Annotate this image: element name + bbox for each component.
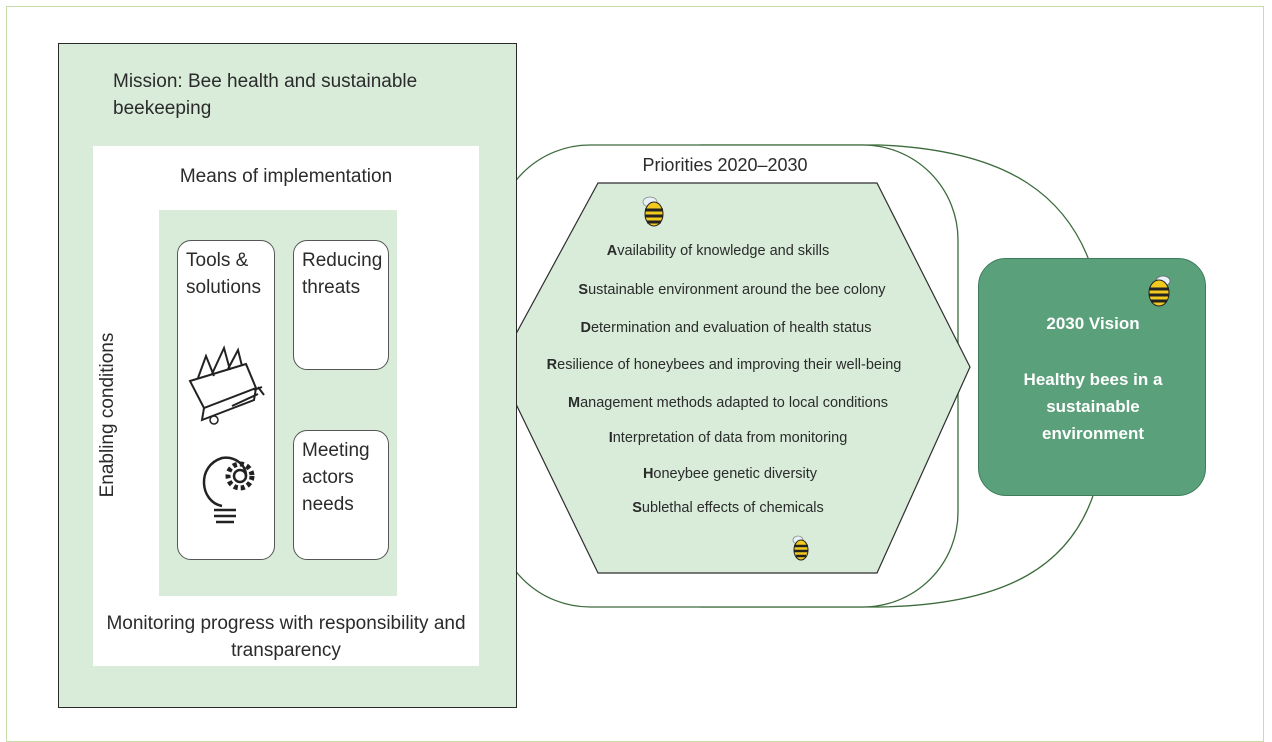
vision-title: 2030 Vision bbox=[1046, 314, 1140, 333]
means-title: Means of implementation bbox=[179, 166, 393, 187]
priority-item: Sublethal effects of chemicals bbox=[632, 500, 824, 516]
threats-label: Reducing threats bbox=[302, 250, 383, 298]
means-box: Means of implementation Enabling conditi… bbox=[93, 146, 479, 666]
priority-item: Determination and evaluation of health s… bbox=[580, 320, 872, 336]
priority-item: Sustainable environment around the bee c… bbox=[578, 282, 886, 298]
tools-label: Tools & solutions bbox=[186, 250, 261, 298]
mission-title: Mission: Bee health and sustainable beek… bbox=[113, 71, 418, 119]
tools-card: Tools & solutions bbox=[177, 240, 275, 560]
meeting-actors-card: Meeting actors needs bbox=[293, 430, 389, 560]
priority-item: Management methods adapted to local cond… bbox=[567, 395, 889, 411]
bee-icon bbox=[792, 535, 809, 561]
priority-item: Resilience of honeybees and improving th… bbox=[546, 357, 902, 373]
monitoring-text: Monitoring progress with responsibility … bbox=[106, 613, 466, 661]
means-inner-panel: Tools & solutions Reducing threats bbox=[159, 210, 397, 596]
vision-text: Healthy bees in a sustainable environmen… bbox=[1023, 370, 1163, 443]
toolbox-icon bbox=[188, 345, 265, 425]
enabling-conditions-label: Enabling conditions bbox=[97, 332, 118, 498]
lightbulb-gear-icon bbox=[202, 456, 255, 524]
priorities-title: Priorities 2020–2030 bbox=[642, 155, 808, 175]
actors-label: Meeting actors needs bbox=[302, 440, 370, 515]
reducing-threats-card: Reducing threats bbox=[293, 240, 389, 370]
priority-item: Interpretation of data from monitoring bbox=[608, 430, 848, 446]
priority-item: Honeybee genetic diversity bbox=[642, 466, 818, 482]
mission-box: Mission: Bee health and sustainable beek… bbox=[58, 43, 517, 708]
bee-icon bbox=[642, 196, 664, 227]
vision-box: 2030 Vision Healthy bees in a sustainabl… bbox=[978, 258, 1206, 496]
priority-item: Availability of knowledge and skills bbox=[606, 243, 830, 259]
bee-icon bbox=[1148, 275, 1171, 307]
